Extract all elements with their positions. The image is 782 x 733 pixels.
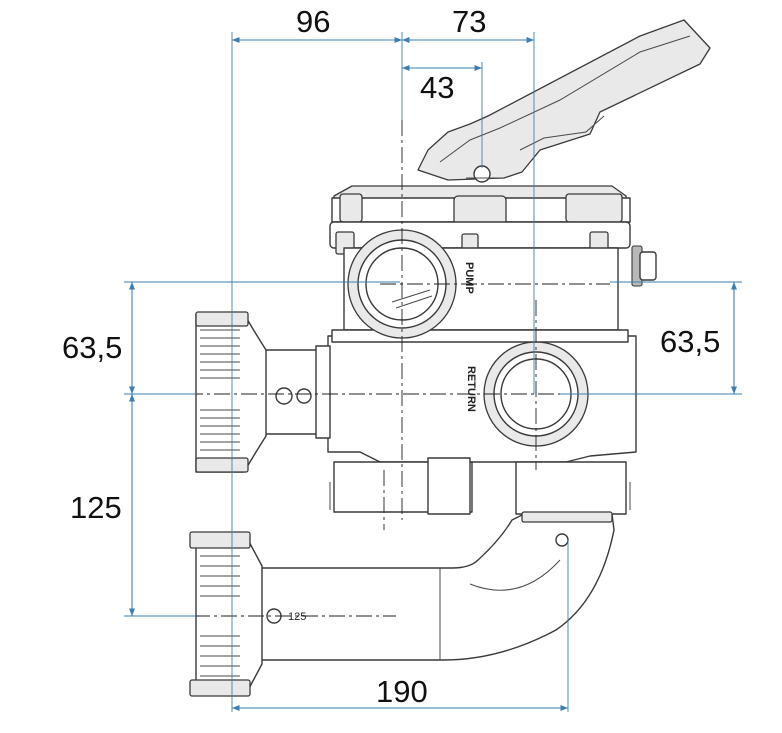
u-bend-pipe [259, 511, 615, 661]
dim-125: 125 [70, 490, 122, 525]
dim-43: 43 [420, 70, 454, 105]
side-port-union [195, 311, 331, 473]
return-label: RETURN [465, 366, 477, 412]
dim-96: 96 [296, 4, 330, 39]
dim-63-5-right: 63,5 [660, 324, 720, 359]
pipe-size-label: 125 [288, 611, 306, 623]
pump-label: PUMP [463, 262, 475, 294]
dim-63-5-left: 63,5 [62, 330, 122, 365]
dim-190: 190 [376, 674, 428, 709]
valve-handle [417, 19, 711, 183]
dimension-lines [124, 32, 742, 712]
bottom-union-nut [189, 531, 569, 697]
dim-73: 73 [452, 4, 486, 39]
